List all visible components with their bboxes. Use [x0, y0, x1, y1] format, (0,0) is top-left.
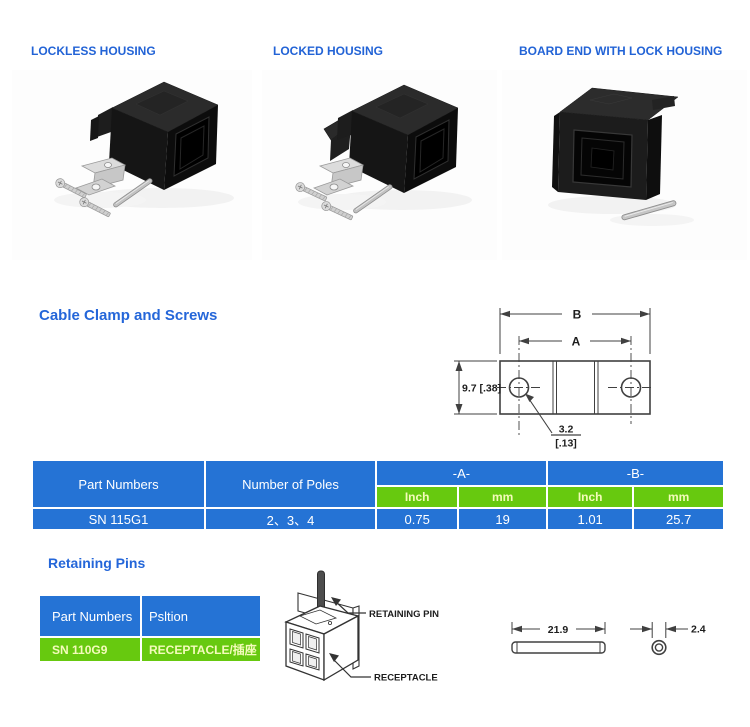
screw-illustration: [55, 178, 87, 199]
pin-illustration: [353, 184, 393, 214]
dim-label-hole-mm: 3.2: [559, 424, 574, 436]
screw-illustration: [321, 201, 354, 221]
locked-housing-photo: [262, 70, 497, 260]
cable-clamp-illustration: [313, 157, 365, 196]
col-header-number-of-poles: Number of Poles: [206, 461, 375, 507]
subheader-b-inch: Inch: [547, 487, 633, 507]
retaining-pin-receptacle-diagram: RETAINING PIN RECEPTACLE: [284, 570, 439, 684]
cell-b-inch: 1.01: [547, 509, 633, 529]
subheader-b-mm: mm: [634, 487, 723, 507]
dim-label-a: A: [572, 335, 581, 349]
label-receptacle: RECEPTACLE: [374, 673, 438, 684]
cell-position: RECEPTACLE/插座: [142, 638, 260, 661]
housing-illustration: [552, 87, 679, 200]
screw-illustration: [295, 182, 328, 202]
col-header-dim-a: -A-: [376, 461, 546, 485]
label-lockless-housing: LOCKLESS HOUSING: [31, 44, 156, 58]
dim-label-height: 9.7 [.38]: [462, 383, 501, 395]
col-header-part-numbers: Part Numbers: [33, 461, 205, 507]
retaining-pins-table: Part Numbers Psltion SN 110G9 RECEPTACLE…: [38, 594, 262, 663]
cell-b-mm: 25.7: [634, 509, 723, 529]
dim-label-pin-diameter: 2.4: [691, 624, 706, 636]
subheader-a-inch: Inch: [376, 487, 458, 507]
dim-label-pin-length: 21.9: [548, 624, 569, 636]
cell-part-number: SN 115G1: [33, 509, 205, 529]
cable-clamp-section-heading: Cable Clamp and Screws: [39, 307, 218, 324]
screw-illustration: [79, 197, 111, 218]
col-header-dim-b: -B-: [547, 461, 723, 485]
cell-a-inch: 0.75: [376, 509, 458, 529]
label-locked-housing: LOCKED HOUSING: [273, 44, 384, 58]
label-board-end-housing: BOARD END WITH LOCK HOUSING: [519, 44, 723, 58]
cable-clamp-spec-table: Part Numbers Number of Poles -A- -B- Inc…: [31, 459, 725, 531]
label-retaining-pin: RETAINING PIN: [369, 609, 439, 620]
col-header-part-numbers: Part Numbers: [40, 596, 140, 636]
dimension-arrowheads: [512, 625, 676, 633]
cell-part-number: SN 110G9: [40, 638, 140, 661]
subheader-a-mm: mm: [459, 487, 546, 507]
housing-illustration: [323, 84, 459, 193]
pin-illustration: [113, 178, 153, 208]
board-end-housing-photo: [502, 70, 747, 260]
table-row: SN 110G9 RECEPTACLE/插座: [40, 638, 260, 661]
retaining-pin-dimension-drawing: 21.9 2.4: [511, 622, 706, 656]
table-row: SN 115G1 2、3、4 0.75 19 1.01 25.7: [33, 509, 723, 529]
col-header-position: Psltion: [142, 596, 260, 636]
dimension-arrowheads: [455, 310, 650, 414]
cell-poles: 2、3、4: [206, 509, 375, 529]
dim-label-b: B: [573, 308, 582, 322]
cable-clamp-illustration: [75, 157, 127, 196]
retaining-pins-section-heading: Retaining Pins: [48, 555, 146, 571]
pin-illustration: [621, 200, 677, 221]
cell-a-mm: 19: [459, 509, 546, 529]
cable-clamp-dimension-drawing: B A 9.7 [.38] 3.2 [.13]: [454, 308, 654, 450]
dim-label-hole-inch: [.13]: [555, 438, 577, 450]
lockless-housing-photo: [12, 70, 252, 260]
